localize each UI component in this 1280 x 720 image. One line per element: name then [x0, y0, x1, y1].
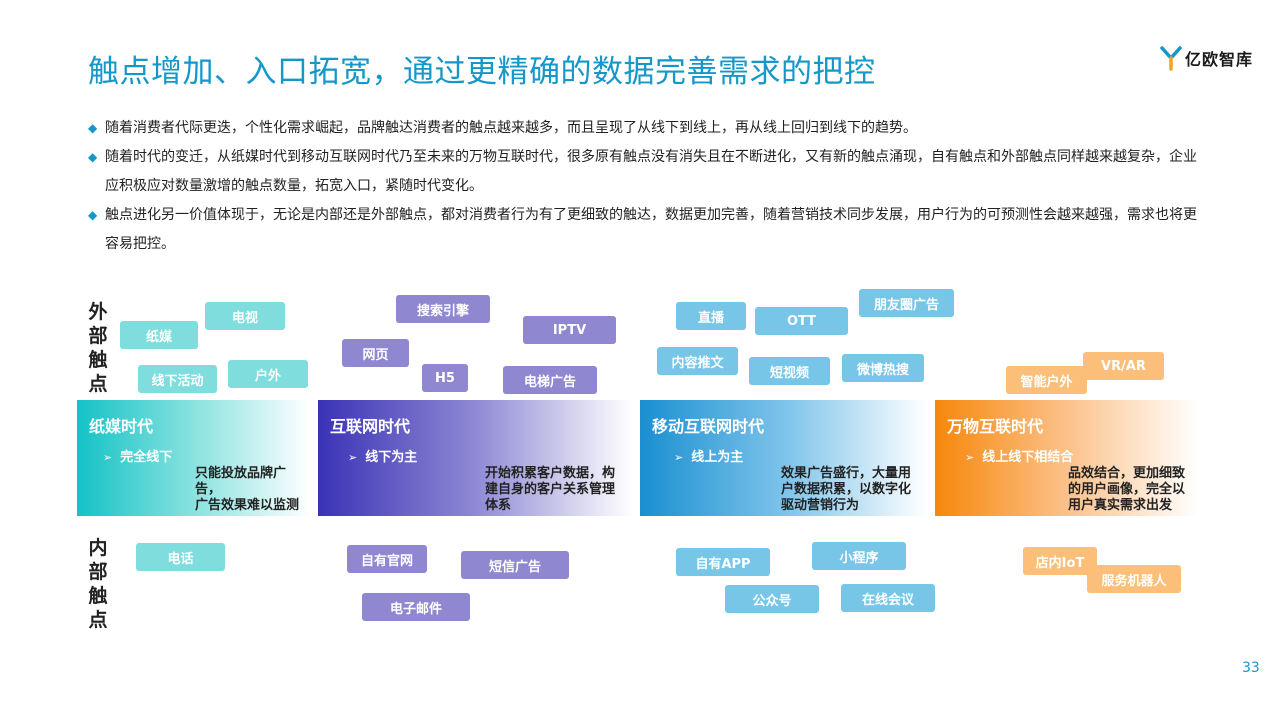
bullet-item: ◆ 随着消费者代际更迭，个性化需求崛起，品牌触达消费者的触点越来越多，而且呈现了…: [88, 114, 1198, 143]
tag-search-engine: 搜索引擎: [396, 295, 490, 323]
era-paper-media: 纸媒时代 ➢ 完全线下 只能投放品牌广告， 广告效果难以监测: [77, 400, 310, 516]
era-desc-line: 广告效果难以监测: [195, 498, 300, 513]
bullet-text: 随着消费者代际更迭，个性化需求崛起，品牌触达消费者的触点越来越多，而且呈现了从线…: [105, 120, 917, 136]
side-char: 触: [88, 585, 108, 607]
tag-mini-program: 小程序: [812, 542, 906, 570]
era-name: 互联网时代: [330, 417, 411, 436]
era-subtitle: ➢ 线下为主: [348, 446, 417, 465]
era-desc-line: 建自身的客户关系管理: [485, 482, 616, 497]
yiou-logo-icon: [1160, 46, 1182, 71]
era-desc-line: 的用户画像，完全以: [1068, 482, 1186, 497]
era-subtitle-text: 线上线下相结合: [982, 450, 1074, 465]
tag-email: 电子邮件: [362, 593, 470, 621]
era-desc-line: 品效结合，更加细致: [1068, 466, 1186, 481]
brand-logo: 亿欧智库: [1160, 44, 1270, 72]
side-char: 触: [88, 349, 108, 371]
era-description: 品效结合，更加细致 的用户画像，完全以 用户真实需求出发: [1068, 466, 1185, 514]
tag-official-account: 公众号: [725, 585, 819, 613]
side-char: 点: [88, 609, 108, 631]
tag-webpage: 网页: [342, 339, 409, 367]
diamond-bullet-icon: ◆: [88, 208, 98, 222]
diamond-bullet-icon: ◆: [88, 121, 98, 135]
page-title: 触点增加、入口拓宽，通过更精确的数据完善需求的把控: [88, 54, 876, 90]
era-desc-line: 体系: [485, 498, 512, 513]
era-name: 移动互联网时代: [652, 417, 765, 436]
page-number: 33: [1242, 660, 1260, 676]
arrow-bullet-icon: ➢: [965, 451, 975, 464]
era-description: 只能投放品牌广告， 广告效果难以监测: [195, 466, 310, 514]
tag-weibo-trending: 微博热搜: [842, 354, 924, 382]
era-internet: 互联网时代 ➢ 线下为主 开始积累客户数据，构 建自身的客户关系管理 体系: [318, 400, 632, 516]
arrow-bullet-icon: ➢: [348, 451, 358, 464]
tag-own-app: 自有APP: [676, 548, 770, 576]
bullet-text: 随着时代的变迁，从纸媒时代到移动互联网时代乃至未来的万物互联时代，很多原有触点没…: [105, 149, 1197, 194]
side-char: 点: [88, 373, 108, 395]
bullet-item: ◆ 随着时代的变迁，从纸媒时代到移动互联网时代乃至未来的万物互联时代，很多原有触…: [88, 143, 1198, 201]
tag-offline-events: 线下活动: [138, 365, 217, 393]
era-subtitle-text: 线下为主: [365, 450, 418, 465]
tag-tv: 电视: [205, 302, 285, 330]
side-char: 部: [88, 325, 108, 347]
tag-vr-ar: VR/AR: [1083, 352, 1164, 380]
era-subtitle-text: 完全线下: [120, 450, 173, 465]
arrow-bullet-icon: ➢: [103, 451, 113, 464]
external-touchpoints-label: 外 部 触 点: [86, 300, 110, 396]
side-char: 内: [88, 537, 108, 559]
side-char: 外: [88, 301, 108, 323]
tag-in-store-iot: 店内IoT: [1023, 547, 1097, 575]
bullet-item: ◆ 触点进化另一价值体现于，无论是内部还是外部触点，都对消费者行为有了更细致的触…: [88, 201, 1198, 259]
tag-online-meeting: 在线会议: [841, 584, 935, 612]
era-desc-line: 驱动营销行为: [781, 498, 860, 513]
tag-iptv: IPTV: [523, 316, 616, 344]
tag-own-website: 自有官网: [347, 545, 427, 573]
tag-h5: H5: [422, 364, 468, 392]
internal-touchpoints-label: 内 部 触 点: [86, 536, 110, 632]
era-name: 纸媒时代: [89, 417, 154, 436]
era-desc-line: 开始积累客户数据，构: [485, 466, 616, 481]
era-iot: 万物互联时代 ➢ 线上线下相结合 品效结合，更加细致 的用户画像，完全以 用户真实…: [935, 400, 1197, 516]
tag-elevator-ads: 电梯广告: [503, 366, 597, 394]
era-description: 效果广告盛行，大量用 户数据积累，以数字化 驱动营销行为: [781, 466, 911, 514]
tag-sms-ads: 短信广告: [461, 551, 569, 579]
tag-live-stream: 直播: [676, 302, 746, 330]
era-subtitle-text: 线上为主: [691, 450, 744, 465]
tag-outdoor: 户外: [228, 360, 308, 388]
bullet-text: 触点进化另一价值体现于，无论是内部还是外部触点，都对消费者行为有了更细致的触达，…: [105, 207, 1197, 252]
era-subtitle: ➢ 线上线下相结合: [965, 446, 1073, 465]
bullet-list: ◆ 随着消费者代际更迭，个性化需求崛起，品牌触达消费者的触点越来越多，而且呈现了…: [88, 114, 1198, 259]
tag-content-posts: 内容推文: [657, 347, 738, 375]
era-name: 万物互联时代: [947, 417, 1044, 436]
era-desc-line: 用户真实需求出发: [1068, 498, 1173, 513]
era-description: 开始积累客户数据，构 建自身的客户关系管理 体系: [485, 466, 615, 514]
tag-paper-media: 纸媒: [120, 321, 198, 349]
arrow-bullet-icon: ➢: [674, 451, 684, 464]
tag-service-robot: 服务机器人: [1087, 565, 1181, 593]
tag-smart-outdoor: 智能户外: [1006, 366, 1087, 394]
era-subtitle: ➢ 线上为主: [674, 446, 743, 465]
logo-text: 亿欧智库: [1185, 50, 1254, 69]
era-desc-line: 效果广告盛行，大量用: [781, 466, 912, 481]
era-subtitle: ➢ 完全线下: [103, 446, 172, 465]
era-desc-line: 户数据积累，以数字化: [781, 482, 912, 497]
tag-moments-ads: 朋友圈广告: [859, 289, 954, 317]
era-desc-line: 只能投放品牌广告，: [195, 466, 287, 497]
diamond-bullet-icon: ◆: [88, 150, 98, 164]
tag-ott: OTT: [755, 307, 848, 335]
tag-phone: 电话: [136, 543, 225, 571]
side-char: 部: [88, 561, 108, 583]
era-mobile-internet: 移动互联网时代 ➢ 线上为主 效果广告盛行，大量用 户数据积累，以数字化 驱动营销…: [640, 400, 927, 516]
tag-short-video: 短视频: [749, 357, 830, 385]
